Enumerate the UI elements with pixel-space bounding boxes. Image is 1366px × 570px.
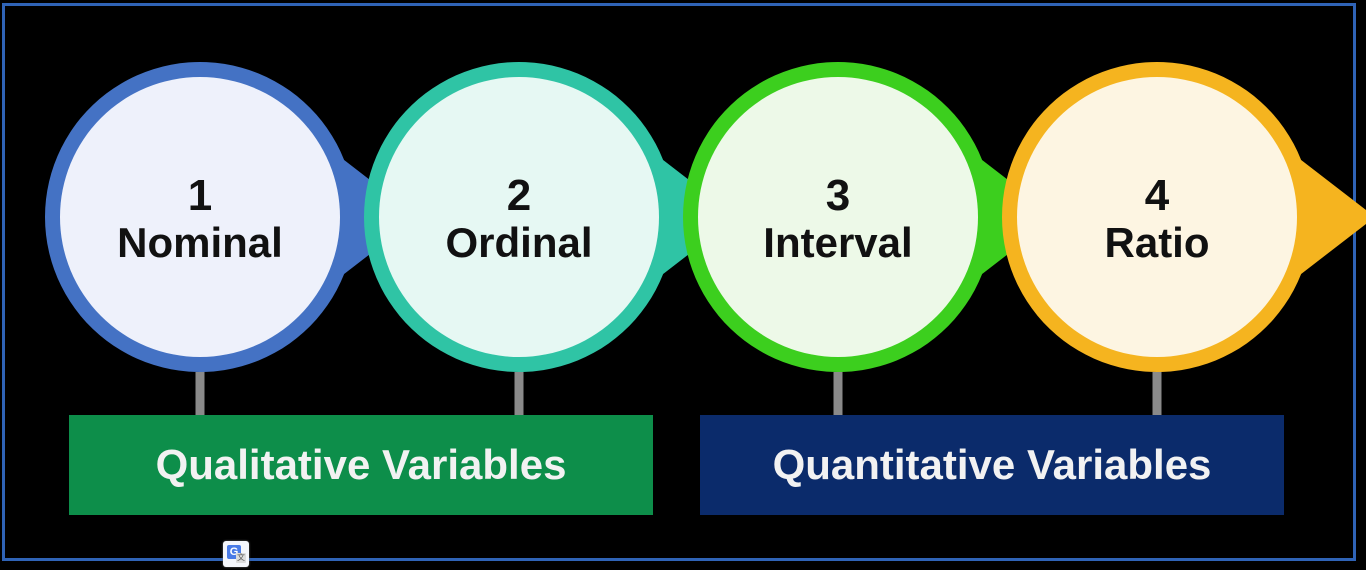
- stage-number-1: 1: [188, 171, 212, 220]
- slide-frame: [2, 3, 1356, 561]
- stage-label-interval: Interval: [763, 219, 912, 266]
- stage-number-4: 4: [1145, 171, 1170, 220]
- quantitative-variables-label: Quantitative Variables: [772, 441, 1212, 488]
- stage-label-ratio: Ratio: [1105, 219, 1210, 266]
- stage-number-2: 2: [507, 171, 531, 220]
- stage-inner-circle-2: [379, 77, 659, 357]
- stage-inner-circle-3: [698, 77, 978, 357]
- stage-inner-circle-4: [1017, 77, 1297, 357]
- qualitative-variables-box: Qualitative Variables: [69, 415, 653, 515]
- stage-label-nominal: Nominal: [117, 219, 283, 266]
- qualitative-variables-label: Qualitative Variables: [155, 441, 567, 488]
- google-translate-icon[interactable]: G 文: [223, 541, 249, 567]
- connector-lines: [195, 372, 1162, 415]
- quantitative-variables-box: Quantitative Variables: [700, 415, 1284, 515]
- stage-number-3: 3: [826, 171, 850, 220]
- stage-inner-circle-1: [60, 77, 340, 357]
- stage-label-ordinal: Ordinal: [445, 219, 592, 266]
